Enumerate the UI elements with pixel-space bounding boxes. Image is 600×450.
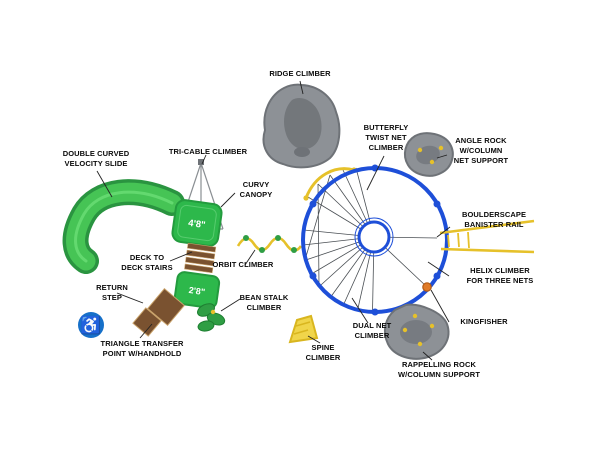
upper-deck-height: 4'8" bbox=[187, 218, 206, 231]
spine-climber-shape bbox=[288, 314, 319, 344]
label-ridge-climber: RIDGE CLIMBER bbox=[269, 69, 331, 78]
label-velocity-slide: DOUBLE CURVED VELOCITY SLIDE bbox=[62, 149, 130, 169]
orbit-climber-shape bbox=[236, 235, 303, 253]
label-boulderscape: BOULDERSCAPE BANISTER RAIL bbox=[461, 210, 527, 230]
velocity-slide-shape bbox=[62, 179, 185, 274]
deck-stairs-shape bbox=[184, 242, 217, 274]
label-butterfly: BUTTERFLY TWIST NET CLIMBER bbox=[363, 123, 409, 153]
return-step-shape bbox=[132, 287, 186, 337]
accessibility-icon: ♿ bbox=[78, 312, 104, 338]
banister-rail-shape bbox=[439, 219, 535, 254]
accessibility-glyph: ♿ bbox=[80, 315, 102, 335]
helix-climber-ring bbox=[301, 164, 449, 316]
label-curvy-canopy: CURVY CANOPY bbox=[239, 180, 273, 200]
lower-deck-height: 2'8" bbox=[188, 285, 206, 297]
label-angle-rock: ANGLE ROCK W/COLUMN NET SUPPORT bbox=[453, 136, 509, 166]
label-rappelling: RAPPELLING ROCK W/COLUMN SUPPORT bbox=[397, 360, 480, 380]
curvy-canopy-deck: 4'8" bbox=[171, 199, 223, 247]
label-bean-stalk: BEAN STALK CLIMBER bbox=[239, 293, 289, 313]
leader-lines bbox=[96, 80, 451, 361]
label-kingfisher: KINGFISHER bbox=[460, 317, 508, 326]
net-lines bbox=[303, 167, 438, 313]
angle-rock-shape bbox=[403, 132, 454, 177]
label-tri-cable: TRI-CABLE CLIMBER bbox=[168, 147, 248, 156]
bean-stalk-climber-shape bbox=[197, 303, 226, 332]
ridge-climber-rock bbox=[262, 83, 341, 169]
lower-deck: 2'8" bbox=[173, 271, 221, 309]
label-deck-stairs: DECK TO DECK STAIRS bbox=[121, 253, 173, 273]
label-return-step: RETURN STEP bbox=[96, 283, 128, 303]
label-orbit: ORBIT CLIMBER bbox=[212, 260, 274, 269]
label-triangle-transfer: TRIANGLE TRANSFER POINT W/HANDHOLD bbox=[100, 339, 184, 359]
rappelling-rock-shape bbox=[383, 303, 450, 360]
tri-cable-climber-shape bbox=[178, 159, 224, 231]
kingfisher-marker bbox=[422, 282, 432, 292]
label-spine: SPINE CLIMBER bbox=[305, 343, 341, 363]
label-dual-net: DUAL NET CLIMBER bbox=[352, 321, 392, 341]
label-helix: HELIX CLIMBER FOR THREE NETS bbox=[466, 266, 534, 286]
